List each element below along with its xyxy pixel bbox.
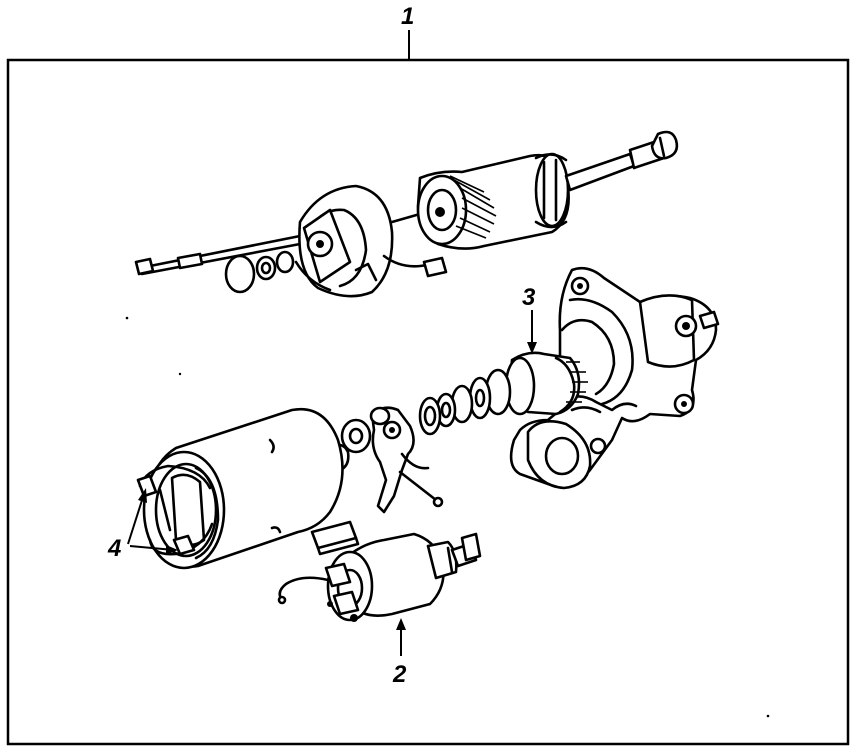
callout-4-arrowhead-upper <box>138 488 147 503</box>
shift-lever <box>328 406 444 514</box>
brush-plate <box>310 520 358 550</box>
callout-3-arrowhead <box>527 342 537 354</box>
field-frame <box>136 407 344 570</box>
armature-shaft-assembly <box>134 130 679 298</box>
callout-2-arrowhead <box>396 618 406 630</box>
callout-2[interactable]: 2 <box>392 618 407 688</box>
callout-1-label: 1 <box>401 3 414 30</box>
callout-1[interactable]: 1 <box>401 3 414 60</box>
solenoid <box>277 532 482 622</box>
drive-end-housing <box>509 266 720 490</box>
callout-4-leader-upper <box>127 493 145 545</box>
diagram-frame <box>6 58 850 746</box>
callout-4-arrowhead-lower <box>166 545 178 555</box>
callout-3[interactable]: 3 <box>522 284 537 354</box>
callout-3-label: 3 <box>522 284 536 311</box>
callout-2-label: 2 <box>392 661 407 688</box>
callout-4-label: 4 <box>107 535 121 562</box>
drive-pinion-assembly <box>418 351 588 436</box>
callout-4[interactable]: 4 <box>107 488 178 562</box>
